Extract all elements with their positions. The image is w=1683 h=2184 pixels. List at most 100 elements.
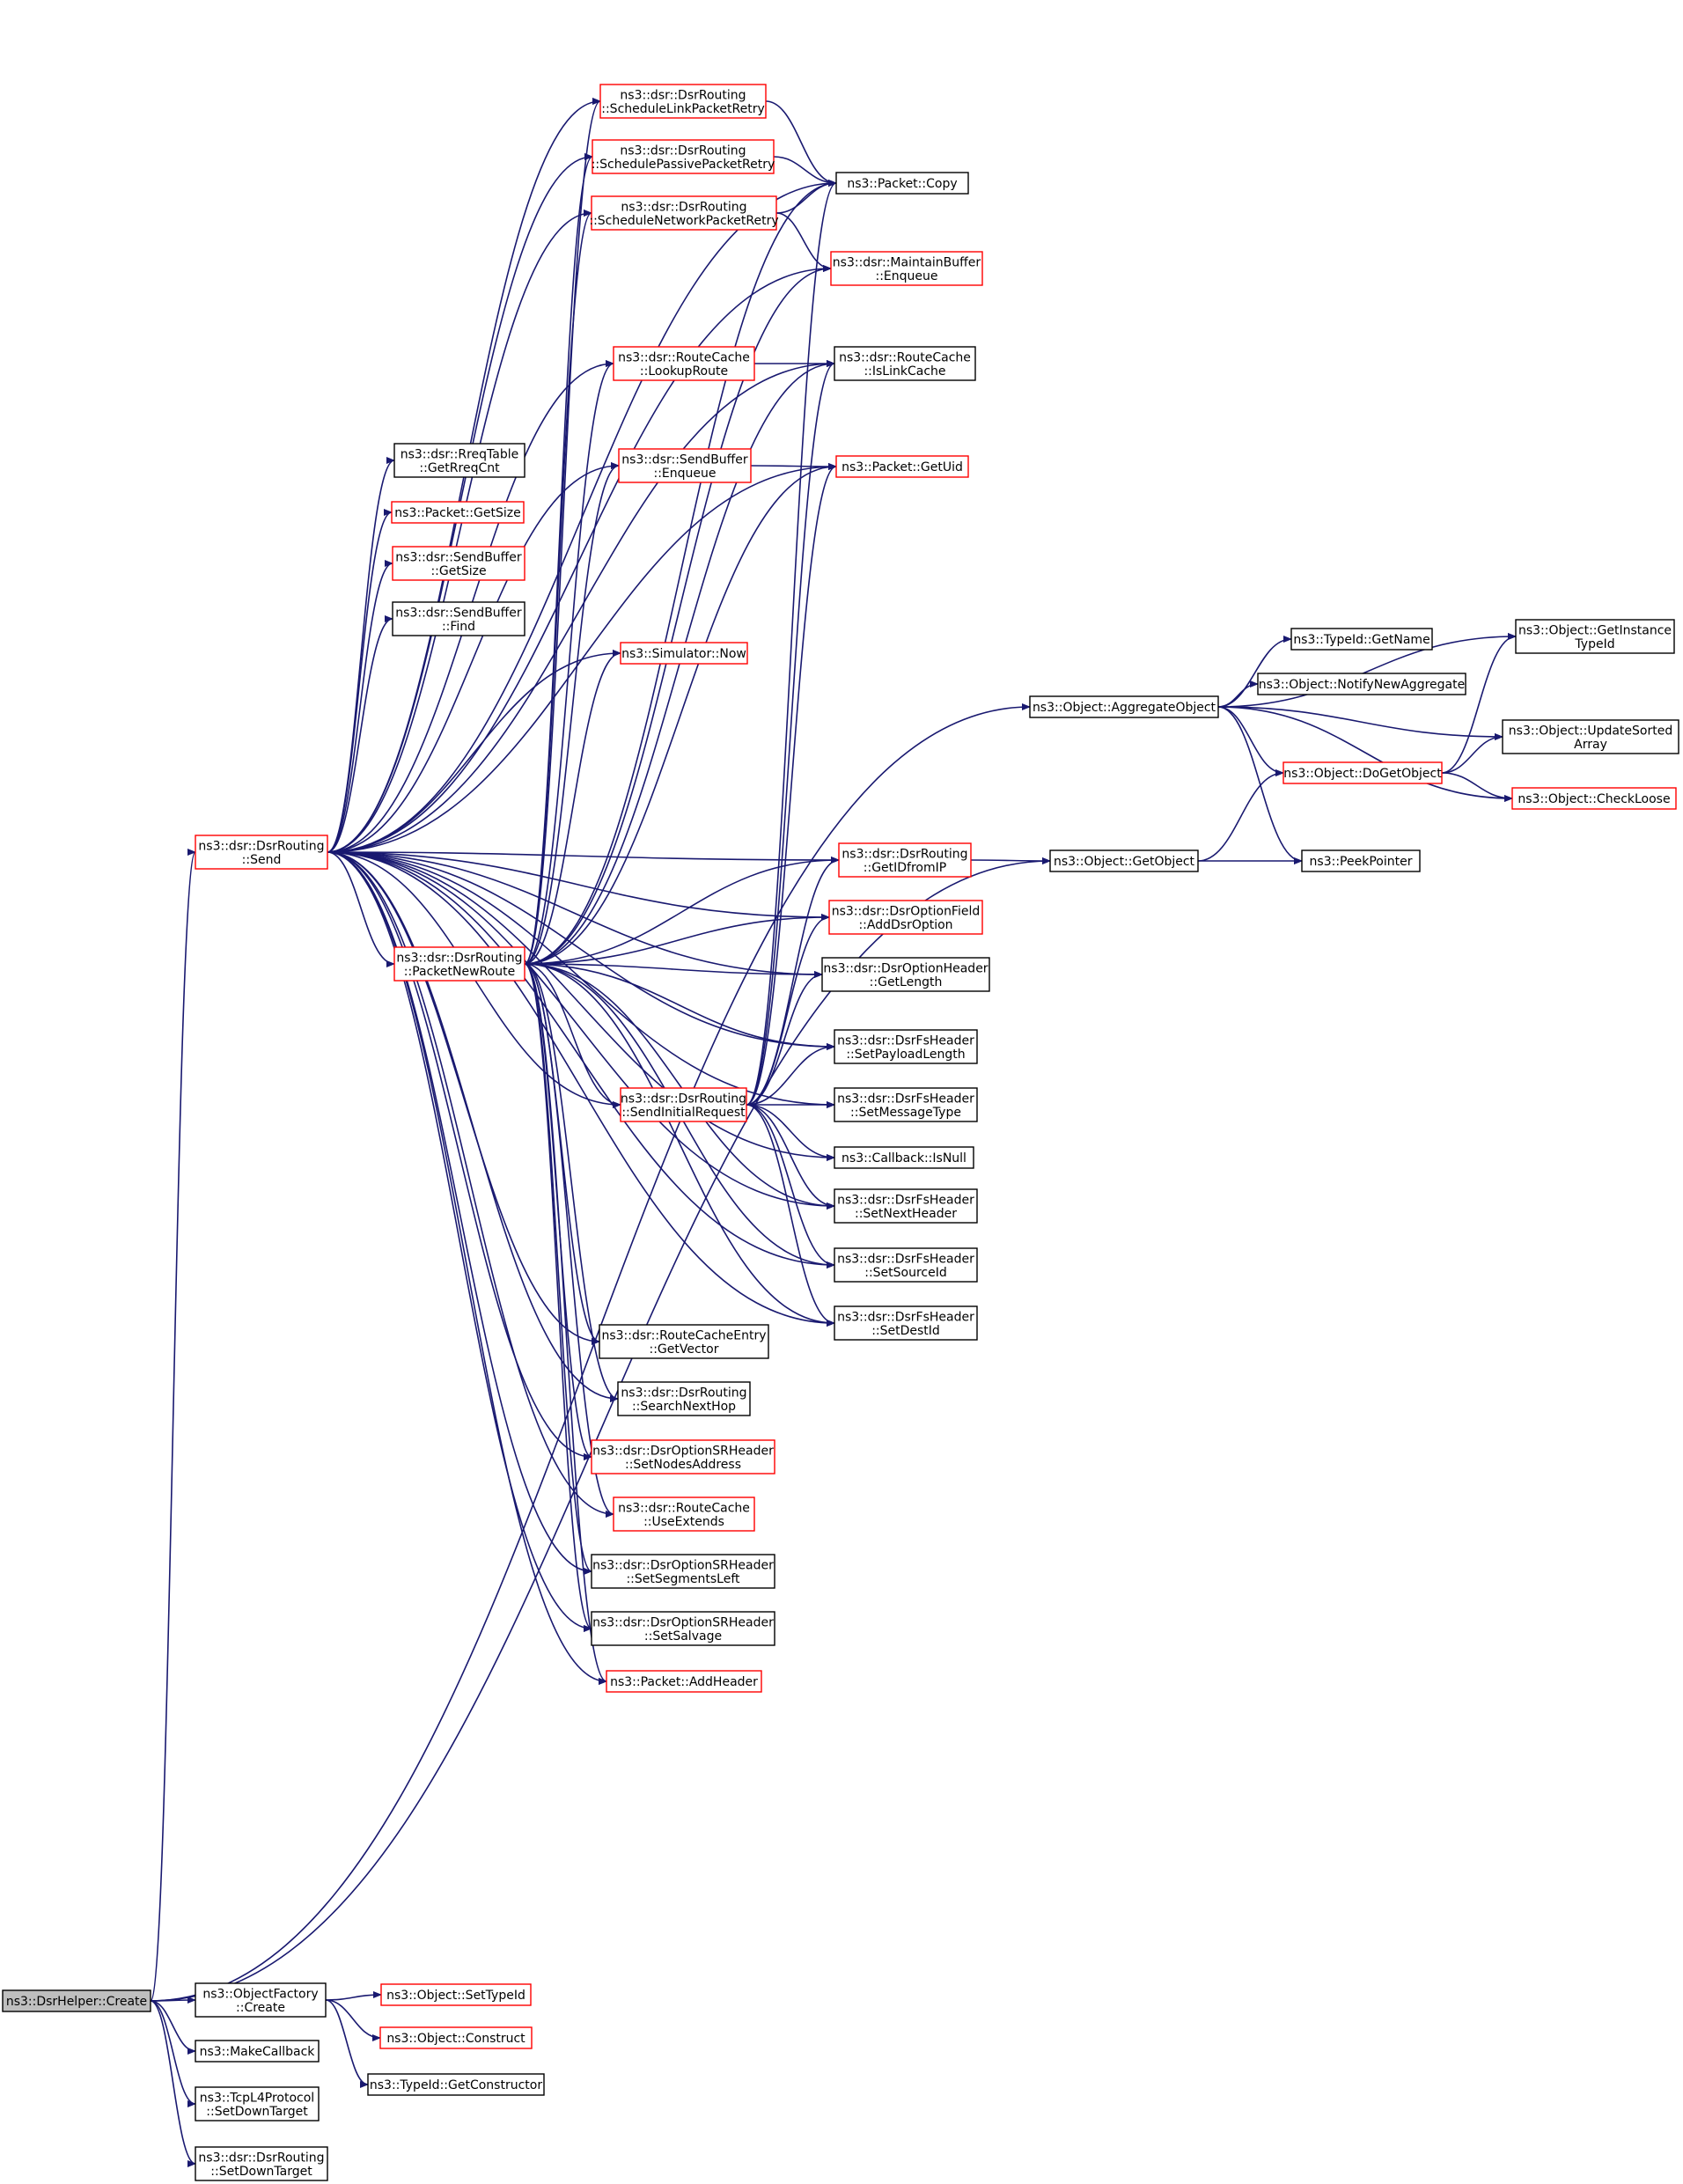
node-box-sbenq[interactable]	[618, 448, 752, 483]
node-useext[interactable]: ns3::dsr::RouteCache::UseExtends	[613, 1496, 755, 1532]
node-checkl[interactable]: ns3::Object::CheckLoose	[1511, 787, 1677, 810]
node-settid[interactable]: ns3::Object::SetTypeId	[380, 1983, 532, 2006]
node-smt[interactable]: ns3::dsr::DsrFsHeader::SetMessageType	[834, 1087, 978, 1122]
node-box-root[interactable]	[2, 1989, 151, 2012]
node-box-snpr[interactable]	[591, 195, 777, 231]
node-box-pgetsize[interactable]	[391, 501, 525, 524]
node-lookup[interactable]: ns3::dsr::RouteCache::LookupRoute	[613, 346, 755, 381]
node-sbgetsize[interactable]: ns3::dsr::SendBuffer::GetSize	[392, 546, 525, 581]
node-snhop[interactable]: ns3::dsr::DsrRouting::SearchNextHop	[617, 1381, 751, 1416]
node-box-useext[interactable]	[613, 1496, 755, 1532]
node-sdid[interactable]: ns3::dsr::DsrFsHeader::SetDestId	[834, 1305, 978, 1341]
node-sppr[interactable]: ns3::dsr::DsrRouting::SchedulePassivePac…	[592, 139, 775, 174]
node-sbenq[interactable]: ns3::dsr::SendBuffer::Enqueue	[618, 448, 752, 483]
node-box-pnr[interactable]	[393, 946, 525, 982]
node-box-lookup[interactable]	[613, 346, 755, 381]
node-notify[interactable]: ns3::Object::NotifyNewAggregate	[1257, 673, 1466, 695]
node-box-getobj[interactable]	[1049, 849, 1199, 872]
node-box-getuid[interactable]	[835, 455, 969, 478]
node-dogo[interactable]: ns3::Object::DoGetObject	[1282, 761, 1443, 784]
node-box-sir[interactable]	[620, 1087, 747, 1122]
node-box-sbfind[interactable]	[392, 601, 525, 636]
node-box-sbgetsize[interactable]	[392, 546, 525, 581]
node-copy[interactable]: ns3::Packet::Copy	[835, 172, 969, 195]
node-box-snhop[interactable]	[617, 1381, 751, 1416]
node-box-addhdr[interactable]	[606, 1670, 762, 1693]
node-sir[interactable]: ns3::dsr::DsrRouting::SendInitialRequest	[620, 1087, 747, 1122]
node-box-ohlen[interactable]	[821, 957, 990, 992]
node-box-spl[interactable]	[834, 1029, 978, 1064]
node-box-getinst[interactable]	[1515, 619, 1675, 654]
node-box-getvec[interactable]	[599, 1324, 769, 1359]
node-box-getid[interactable]	[838, 842, 972, 878]
node-box-mbenq[interactable]	[830, 251, 983, 286]
node-box-settid[interactable]	[380, 1983, 532, 2006]
node-box-ssid[interactable]	[834, 1247, 978, 1283]
node-mbenq[interactable]: ns3::dsr::MaintainBuffer::Enqueue	[830, 251, 983, 286]
node-box-islink[interactable]	[834, 346, 976, 381]
node-box-construct[interactable]	[379, 2026, 533, 2049]
node-root[interactable]: ns3::DsrHelper::Create	[2, 1989, 151, 2012]
node-spl[interactable]: ns3::dsr::DsrFsHeader::SetPayloadLength	[834, 1029, 978, 1064]
node-addhdr[interactable]: ns3::Packet::AddHeader	[606, 1670, 762, 1693]
node-getid[interactable]: ns3::dsr::DsrRouting::GetIDfromIP	[838, 842, 972, 878]
node-slpr[interactable]: ns3::dsr::DsrRouting::ScheduleLinkPacket…	[599, 84, 767, 119]
node-box-sppr[interactable]	[592, 139, 775, 174]
node-ohlen[interactable]: ns3::dsr::DsrOptionHeader::GetLength	[821, 957, 990, 992]
node-getuid[interactable]: ns3::Packet::GetUid	[835, 455, 969, 478]
node-rreq[interactable]: ns3::dsr::RreqTable::GetRreqCnt	[393, 443, 525, 478]
node-box-sdid[interactable]	[834, 1305, 978, 1341]
node-pgetsize[interactable]: ns3::Packet::GetSize	[391, 501, 525, 524]
node-islink[interactable]: ns3::dsr::RouteCache::IsLinkCache	[834, 346, 976, 381]
node-gettid[interactable]: ns3::TypeId::GetName	[1290, 628, 1433, 651]
node-box-adddsr[interactable]	[828, 900, 983, 935]
node-box-checkl[interactable]	[1511, 787, 1677, 810]
node-peek[interactable]: ns3::PeekPointer	[1301, 849, 1421, 872]
node-aggobj[interactable]: ns3::Object::AggregateObject	[1029, 695, 1219, 718]
node-box-getctor[interactable]	[367, 2073, 545, 2096]
node-ssl[interactable]: ns3::dsr::DsrOptionSRHeader::SetSegments…	[591, 1554, 775, 1589]
node-adddsr[interactable]: ns3::dsr::DsrOptionField::AddDsrOption	[828, 900, 983, 935]
node-box-snh[interactable]	[834, 1188, 978, 1224]
node-construct[interactable]: ns3::Object::Construct	[379, 2026, 533, 2049]
node-ofc[interactable]: ns3::ObjectFactory::Create	[195, 1982, 327, 2018]
node-send[interactable]: ns3::dsr::DsrRouting::Send	[195, 835, 328, 870]
node-box-makecb[interactable]	[195, 2040, 320, 2063]
node-getctor[interactable]: ns3::TypeId::GetConstructor	[367, 2073, 545, 2096]
node-box-tcp[interactable]	[195, 2086, 320, 2121]
node-snpr[interactable]: ns3::dsr::DsrRouting::ScheduleNetworkPac…	[589, 195, 779, 231]
node-box-dsrsdt[interactable]	[195, 2146, 328, 2181]
node-box-gettid[interactable]	[1290, 628, 1433, 651]
node-box-ofc[interactable]	[195, 1982, 327, 2018]
node-ssid[interactable]: ns3::dsr::DsrFsHeader::SetSourceId	[834, 1247, 978, 1283]
node-snh[interactable]: ns3::dsr::DsrFsHeader::SetNextHeader	[834, 1188, 978, 1224]
node-isnull[interactable]: ns3::Callback::IsNull	[834, 1146, 974, 1169]
node-box-smt[interactable]	[834, 1087, 978, 1122]
node-box-copy[interactable]	[835, 172, 969, 195]
node-box-ssl[interactable]	[591, 1554, 775, 1589]
node-box-send[interactable]	[195, 835, 328, 870]
node-box-slpr[interactable]	[599, 84, 767, 119]
node-box-dogo[interactable]	[1282, 761, 1443, 784]
node-sna[interactable]: ns3::dsr::DsrOptionSRHeader::SetNodesAdd…	[591, 1439, 775, 1474]
node-box-now[interactable]	[620, 642, 748, 665]
node-getobj[interactable]: ns3::Object::GetObject	[1049, 849, 1199, 872]
node-sbfind[interactable]: ns3::dsr::SendBuffer::Find	[392, 601, 525, 636]
node-pnr[interactable]: ns3::dsr::DsrRouting::PacketNewRoute	[393, 946, 525, 982]
node-box-notify[interactable]	[1257, 673, 1466, 695]
node-ssalv[interactable]: ns3::dsr::DsrOptionSRHeader::SetSalvage	[591, 1611, 775, 1646]
node-box-rreq[interactable]	[393, 443, 525, 478]
node-box-isnull[interactable]	[834, 1146, 974, 1169]
node-box-aggobj[interactable]	[1029, 695, 1219, 718]
node-box-peek[interactable]	[1301, 849, 1421, 872]
node-box-sna[interactable]	[591, 1439, 775, 1474]
node-getvec[interactable]: ns3::dsr::RouteCacheEntry::GetVector	[599, 1324, 769, 1359]
node-now[interactable]: ns3::Simulator::Now	[620, 642, 748, 665]
node-box-ssalv[interactable]	[591, 1611, 775, 1646]
node-tcp[interactable]: ns3::TcpL4Protocol::SetDownTarget	[195, 2086, 320, 2121]
node-makecb[interactable]: ns3::MakeCallback	[195, 2040, 320, 2063]
node-dsrsdt[interactable]: ns3::dsr::DsrRouting::SetDownTarget	[195, 2146, 328, 2181]
node-box-usa[interactable]	[1502, 719, 1679, 754]
